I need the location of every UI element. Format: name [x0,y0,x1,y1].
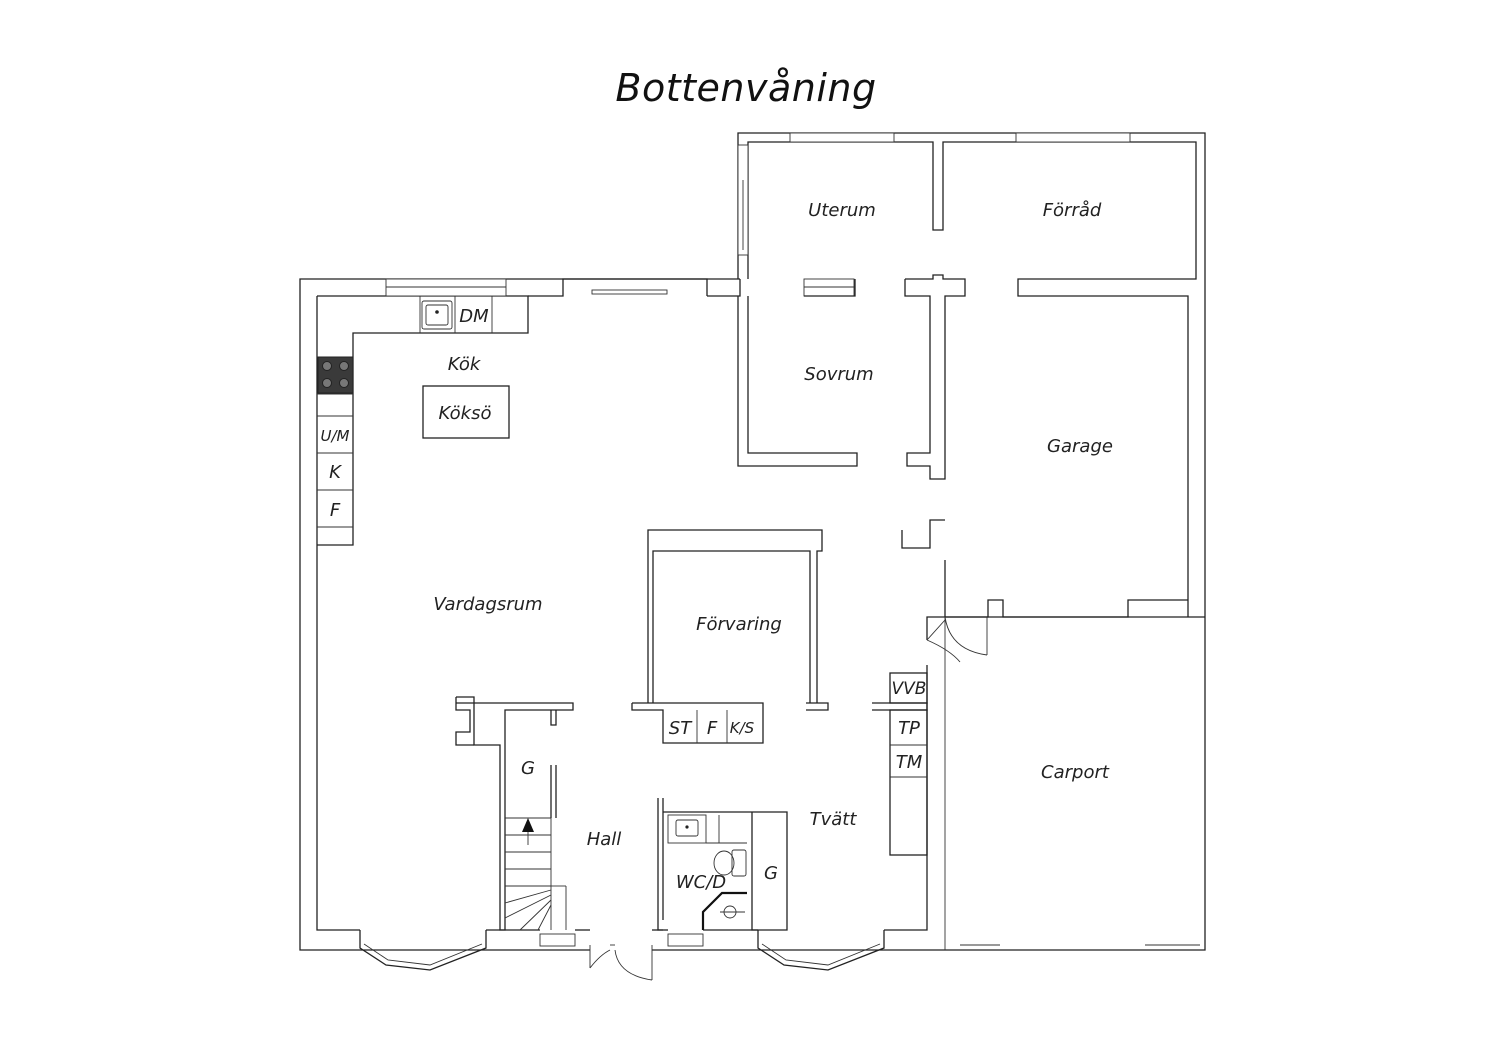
fixture-f-kitchen: F [330,500,341,521]
room-kok: Kök [448,354,482,375]
kitchen-counters [317,295,529,546]
forvaring-walls [631,529,829,744]
fixture-dm: DM [459,306,489,327]
toilet-icon [731,849,747,877]
garage-walls [901,519,1205,950]
sovrum-walls [707,274,966,480]
wc-walls [657,798,788,931]
room-forrad: Förråd [1043,200,1102,221]
room-forvaring: Förvaring [696,614,782,635]
room-wc: WC/D [676,872,726,893]
windows [359,132,1131,971]
laundry-counters [872,672,928,856]
fixture-f-storage: F [707,718,718,739]
floor-title: Bottenvåning [615,66,877,110]
kitchen-sink-icon [421,300,453,330]
room-kokso: Köksö [439,403,492,424]
fixture-um: U/M [321,427,350,445]
room-sovrum: Sovrum [804,364,873,385]
room-tvatt: Tvätt [810,809,858,830]
fixture-g-hall: G [521,758,535,779]
room-garage: Garage [1047,436,1113,457]
stove-icon [317,356,354,394]
stair-arrow-icon [522,818,534,832]
fixture-tm: TM [896,752,923,773]
fixture-st: ST [669,718,693,739]
stairs [455,696,574,931]
fixture-tp: TP [898,718,920,739]
front-door [589,944,653,981]
fixture-k: K [329,462,342,483]
wc-sink-icon [667,814,707,844]
kitchen-island [422,385,510,439]
fixture-g-wc: G [764,863,778,884]
fixture-ks: K/S [730,719,755,737]
room-hall: Hall [587,829,622,850]
fixture-vvb: VVB [892,679,927,699]
room-vardagsrum: Vardagsrum [433,594,542,615]
room-uterum: Uterum [808,200,876,221]
room-carport: Carport [1041,762,1110,783]
